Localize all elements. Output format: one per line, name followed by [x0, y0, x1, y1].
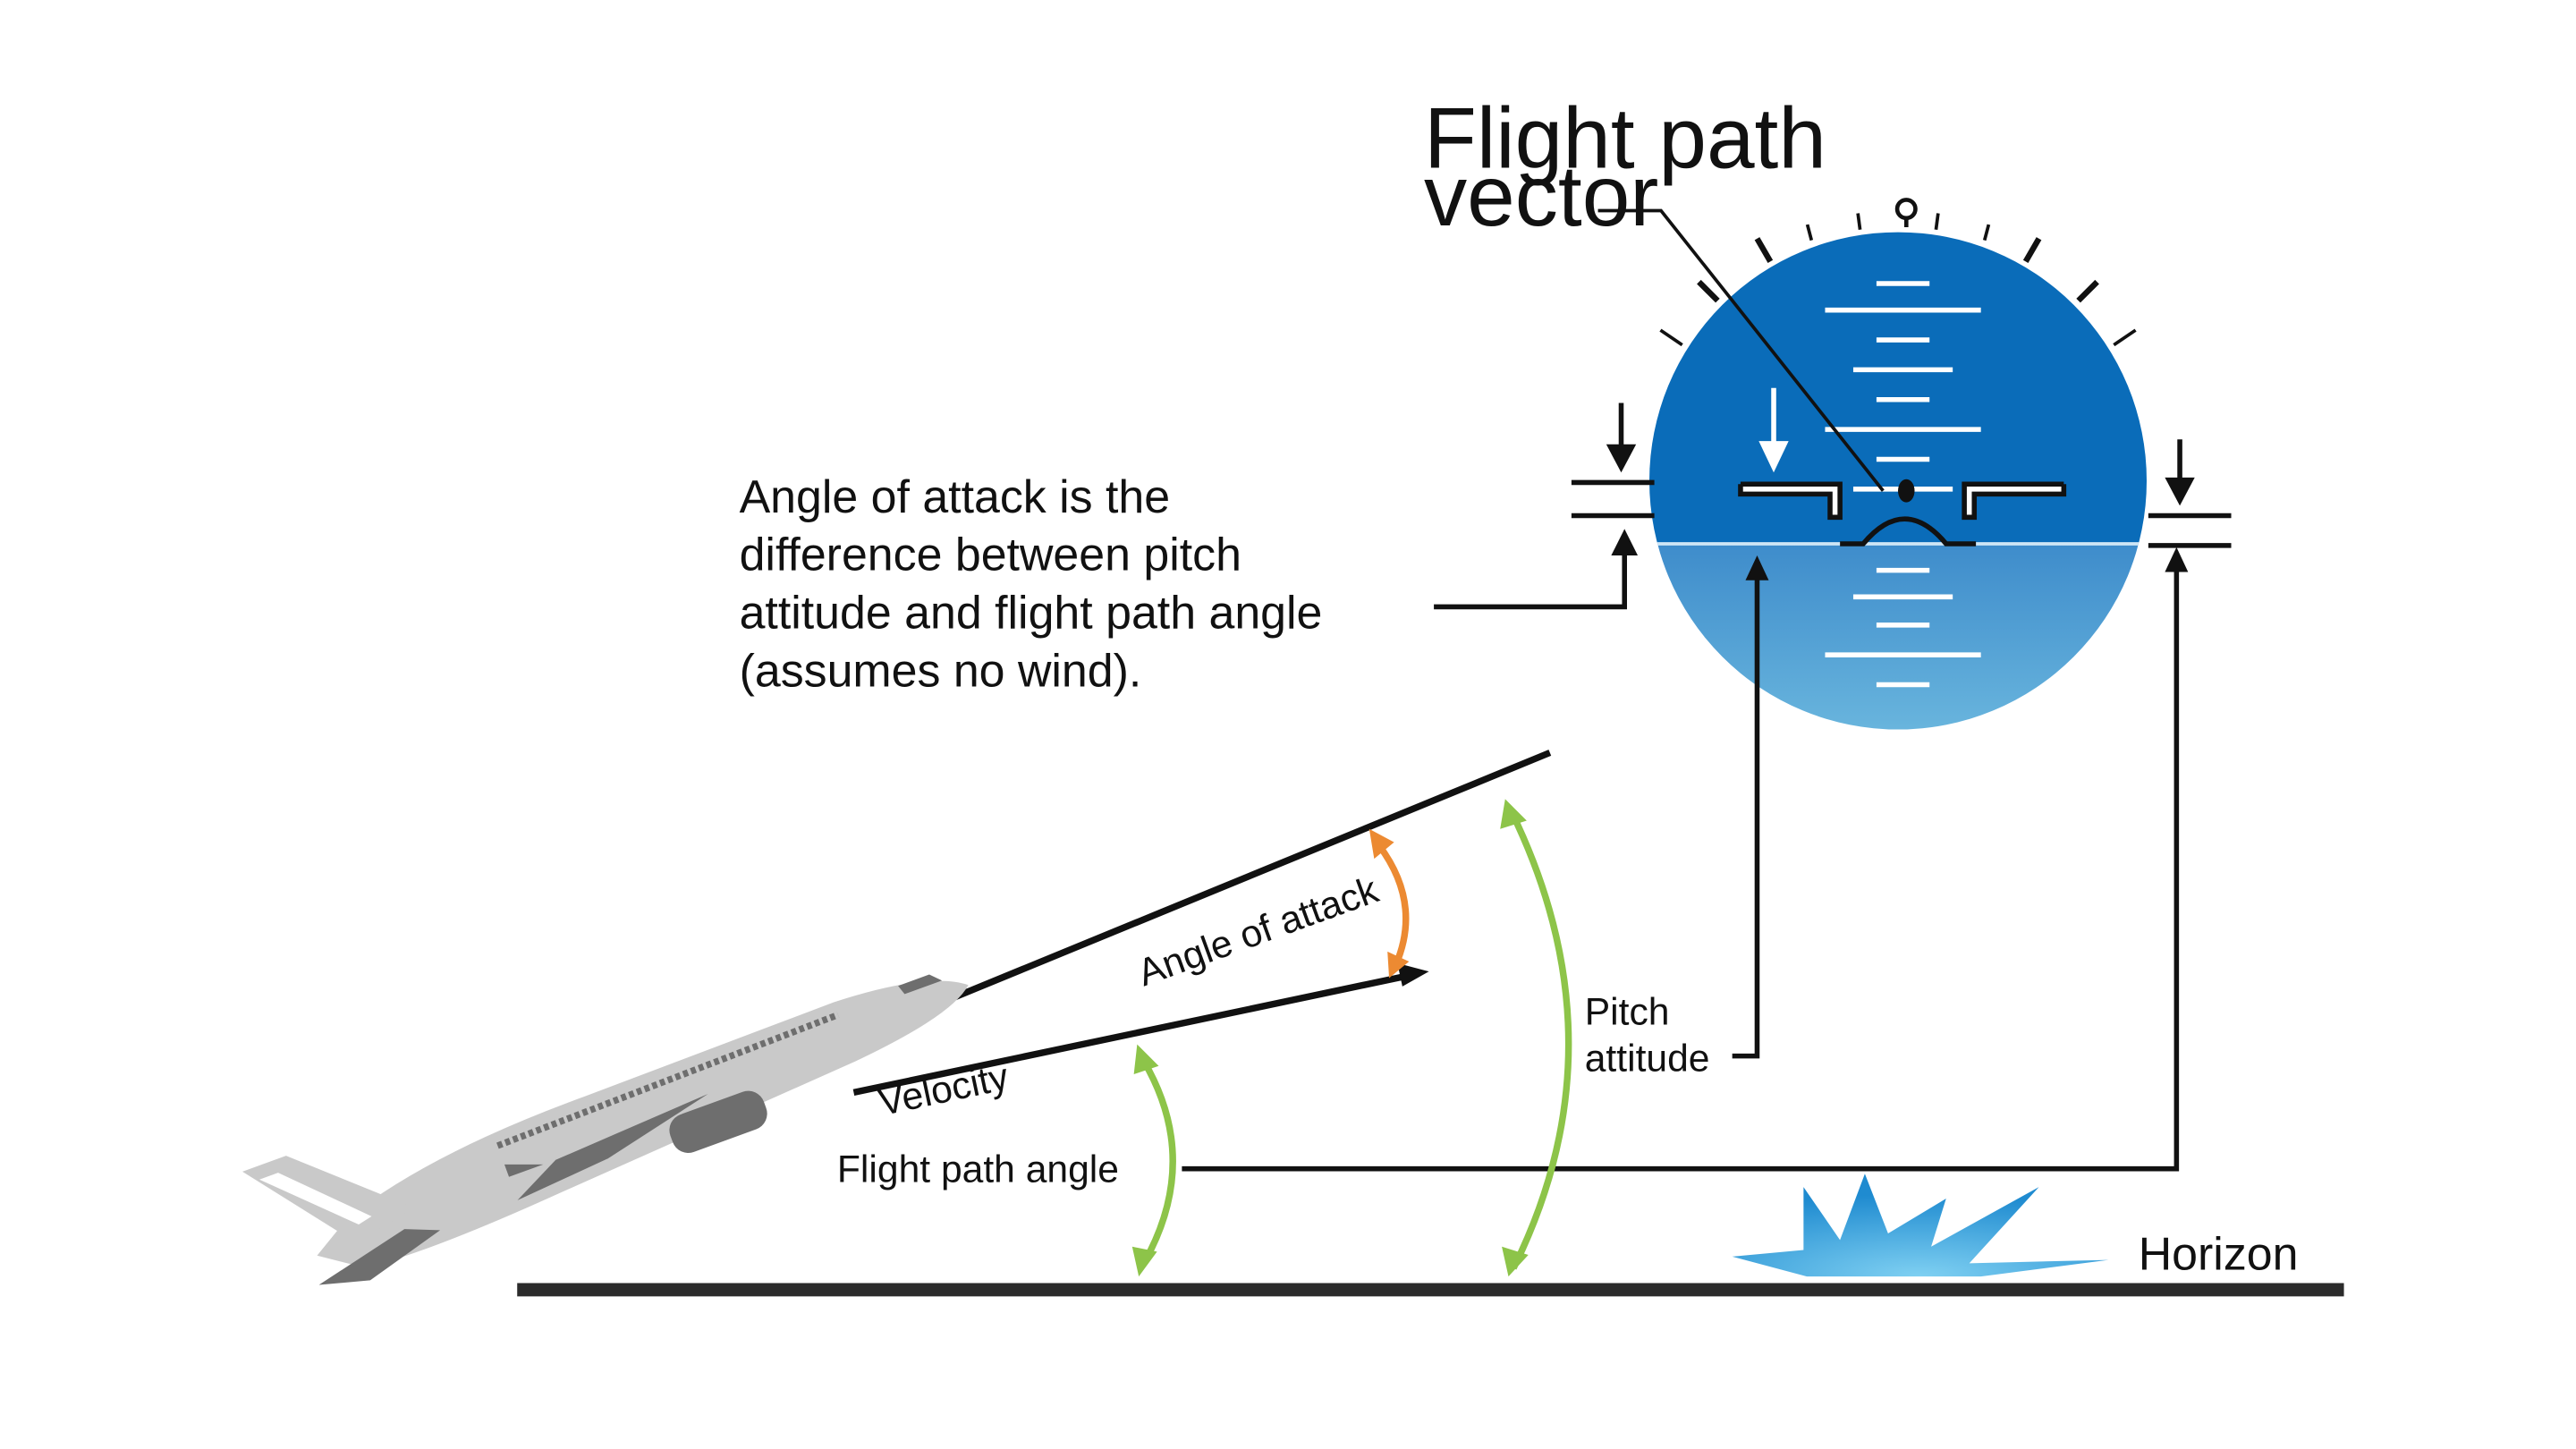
flight-path-angle-arc: [1131, 1044, 1176, 1277]
aoa-note-line2: difference between pitch: [740, 529, 1241, 580]
angle-of-attack-arc: [1368, 828, 1410, 979]
pitch-attitude-arc: [1500, 799, 1572, 1277]
fpv-label-line1: Flight path: [1424, 90, 1826, 186]
fpv-label-line2: vector: [1424, 148, 1658, 244]
pitch-reference-arrow-icon: [1758, 387, 1789, 473]
pitch-attitude-label-line2: attitude: [1585, 1037, 1710, 1080]
aoa-note-line1: Angle of attack is the: [740, 470, 1171, 522]
ground-area: [1649, 543, 2147, 730]
bank-scale: [1659, 213, 2137, 347]
airliner-icon: [242, 974, 969, 1285]
aoa-note-line4: (assumes no wind).: [740, 644, 1142, 696]
attitude-indicator-icon: [1571, 198, 2232, 730]
left-bracket-marks: [1571, 402, 1655, 519]
velocity-label: Velocity: [875, 1055, 1013, 1125]
sunburst-icon: [1732, 1174, 2109, 1277]
flight-path-angle-label: Flight path angle: [837, 1148, 1119, 1191]
pitch-attitude-leader-line: [1732, 555, 1769, 1059]
angle-of-attack-label: Angle of attack: [1132, 868, 1385, 995]
pitch-attitude-line: [927, 750, 1552, 1012]
flight-path-angle-leader-line: [1182, 547, 2189, 1172]
velocity-vector-arrow: [852, 962, 1429, 1097]
flight-path-vector-dot-icon: [1898, 479, 1915, 503]
aoa-note-line3: attitude and flight path angle: [740, 587, 1323, 639]
pitch-ladder-ground: [1825, 567, 1981, 688]
horizon-label: Horizon: [2139, 1228, 2299, 1280]
right-bracket-marks: [2148, 439, 2232, 548]
fpv-leader-line: [1597, 208, 1885, 492]
bank-zero-index-icon: [1894, 198, 1918, 228]
aoa-note-leader-line: [1434, 529, 1639, 610]
pitch-attitude-label-line1: Pitch: [1585, 990, 1670, 1033]
aircraft-reference-symbol-icon: [1738, 479, 2067, 547]
pitch-ladder-sky: [1825, 281, 1981, 492]
